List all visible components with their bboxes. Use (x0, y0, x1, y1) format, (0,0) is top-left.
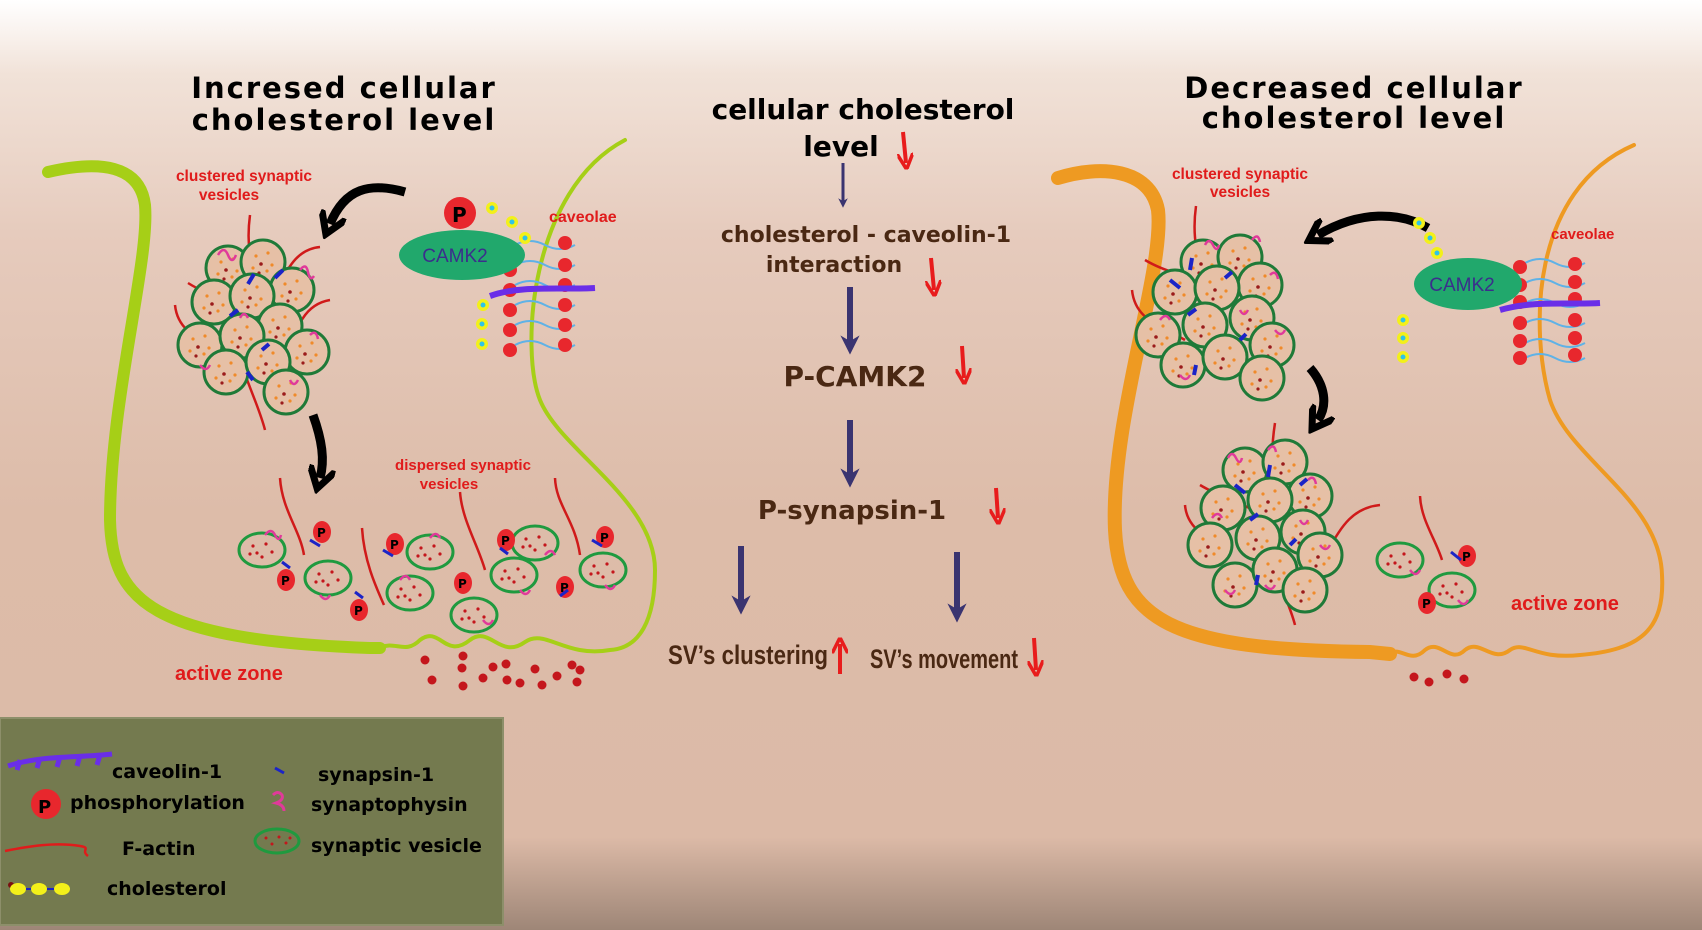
legend-label-synaptophysin: synaptophysin (311, 794, 468, 816)
legend-box (0, 717, 504, 926)
right-move-arrow (1306, 365, 1324, 420)
right-presynaptic-membrane (1051, 164, 1397, 661)
step1-down-arrow (903, 131, 906, 163)
step3-down-arrow (962, 345, 964, 378)
right-title-line1: Decreased cellular (1184, 71, 1523, 105)
right-camk2 (1414, 258, 1522, 310)
caveolin-1-icon (7, 751, 113, 771)
left-released-neurotransmitters (420, 651, 585, 691)
movement-down-arrow (1034, 637, 1036, 670)
right-cluster-arrow (1318, 211, 1431, 235)
right-clustered-label-line1: clustered synaptic (1172, 166, 1308, 183)
right-caveolae-label: caveolae (1551, 226, 1614, 243)
left-camk2-label: CAMK2 (422, 246, 487, 267)
left-presynaptic-membrane (42, 160, 386, 654)
left-title-line1: Incresed cellular (191, 71, 497, 105)
phosphorylation-icon-symbol: P (38, 797, 51, 818)
left-camk2 (399, 230, 525, 280)
left-caveolae-label: caveolae (549, 209, 617, 226)
right-clustered-vesicles-bottom (1183, 422, 1381, 626)
right-clustered-label-line2: vesicles (1210, 184, 1270, 201)
right-panel: Decreased cellular cholesterol level clu… (1051, 71, 1665, 687)
f-actin-icon (4, 843, 89, 857)
flow-step4: P-synapsin-1 (758, 496, 946, 526)
legend-label-synapsin-1: synapsin-1 (318, 764, 434, 786)
left-dispersed-vesicles (237, 477, 628, 634)
left-clustered-vesicles (173, 214, 331, 431)
flow-step2-line1: cholesterol - caveolin-1 (721, 223, 1011, 248)
flow-step1-line1: cellular cholesterol (712, 93, 1015, 126)
right-caveolin-1 (1499, 300, 1601, 313)
synaptic-vesicle-icon (253, 827, 301, 855)
left-membrane-outline (378, 138, 658, 654)
left-phospho-symbol: P (452, 203, 467, 227)
left-panel: Incresed cellular cholesterol level clus… (42, 71, 658, 691)
cholesterol-icon (8, 882, 70, 895)
flow-step3: P-CAMK2 (784, 360, 927, 393)
flow-step1-line2: level (803, 130, 878, 163)
right-caveolae-structure: CAMK2 (1397, 217, 1601, 365)
legend-label-caveolin-1: caveolin-1 (112, 761, 222, 783)
right-active-zone-label: active zone (1511, 593, 1619, 615)
center-flow: cellular cholesterol level cholesterol -… (668, 93, 1036, 674)
left-title-line2: cholesterol level (192, 103, 497, 137)
left-cluster-arrow (330, 183, 407, 224)
right-clustered-vesicles-top (1130, 205, 1296, 402)
synaptophysin-icon (270, 791, 286, 812)
legend-label-f-actin: F-actin (122, 838, 196, 860)
right-membrane-outline (1388, 143, 1665, 658)
phosphorylation-icon (31, 789, 61, 819)
left-clustered-label-line2: vesicles (199, 187, 259, 204)
legend-label-phosphorylation: phosphorylation (70, 792, 245, 814)
left-clustered-label-line1: clustered synaptic (176, 168, 312, 185)
outcome-clustering: SV’s clustering (668, 640, 828, 670)
left-phospho-camk2 (444, 197, 476, 229)
right-released-neurotransmitters (1409, 669, 1469, 687)
right-camk2-label: CAMK2 (1429, 275, 1494, 296)
step4-down-arrow (996, 487, 998, 518)
step2-down-arrow (931, 257, 934, 290)
legend: caveolin-1 P phosphorylation F-actin cho… (0, 717, 504, 926)
flow-step2-line2: interaction (766, 253, 902, 278)
left-caveolin-1 (488, 285, 596, 299)
left-dispersed-label-line2: vesicles (420, 476, 478, 493)
left-active-zone-label: active zone (175, 663, 283, 685)
left-dispersed-label-line1: dispersed synaptic (395, 457, 531, 474)
left-disperse-arrow (313, 413, 322, 478)
right-title-line2: cholesterol level (1202, 101, 1507, 135)
left-caveolae-structure: CAMK2 P (399, 197, 596, 357)
synapsin-1-icon (274, 766, 285, 775)
legend-label-cholesterol: cholesterol (107, 878, 226, 900)
right-dispersed-vesicles (1375, 495, 1477, 614)
legend-label-synaptic-vesicle: synaptic vesicle (311, 835, 482, 857)
outcome-movement: SV’s movement (870, 644, 1018, 674)
